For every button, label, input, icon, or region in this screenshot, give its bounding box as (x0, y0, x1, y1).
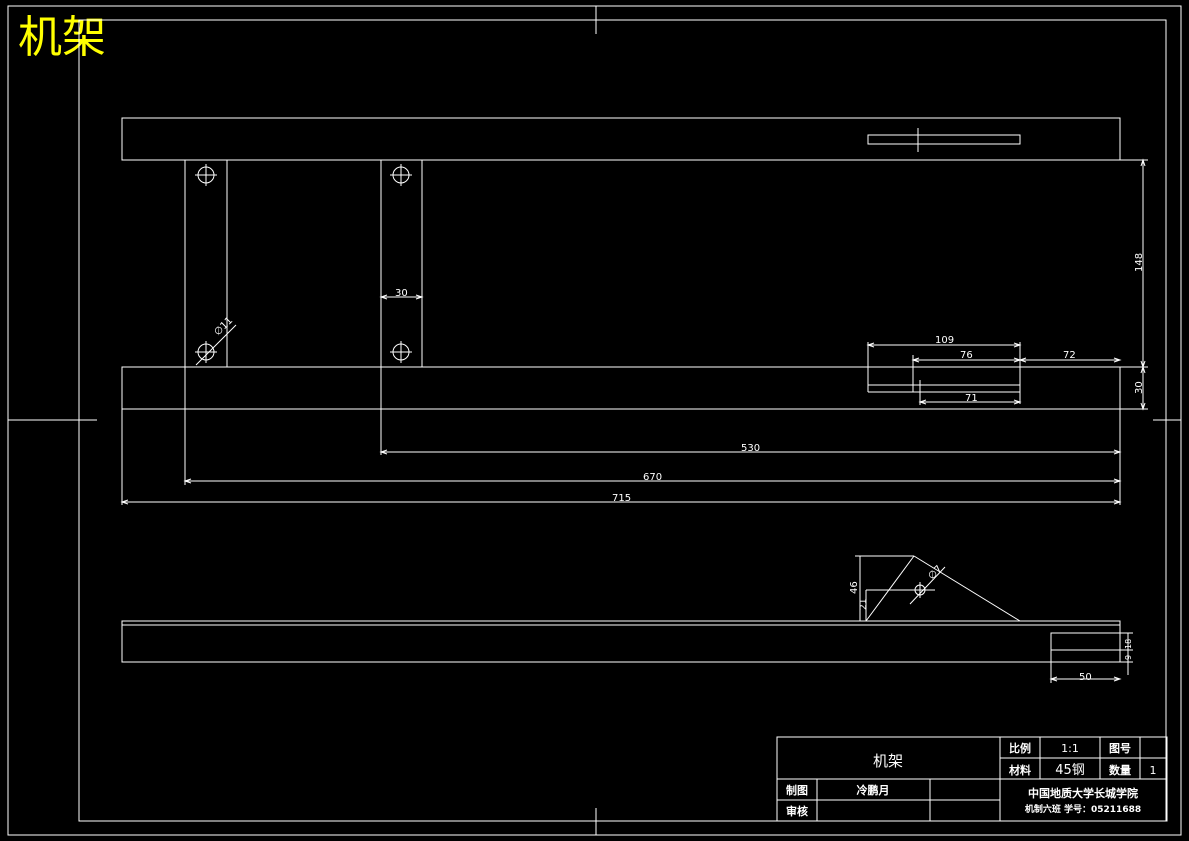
scale-label: 比例 (1009, 741, 1031, 755)
dim-50: 50 (1079, 672, 1092, 683)
dim-21: 21 (859, 599, 869, 610)
dim-76: 76 (960, 350, 973, 361)
dim-46: 46 (849, 581, 860, 594)
scale-value: 1:1 (1061, 742, 1079, 755)
hole-icon (195, 164, 217, 186)
title-block (776, 736, 1168, 822)
quantity-label: 数量 (1109, 763, 1131, 777)
dim-slot-lines (866, 342, 1122, 405)
hole-icon (390, 164, 412, 186)
dim-530: 530 (741, 443, 760, 454)
side-view (121, 555, 1133, 683)
drawing-no-label: 图号 (1109, 742, 1131, 755)
material-value: 45钢 (1055, 763, 1085, 778)
hole-icon (390, 341, 412, 363)
dim-715: 715 (612, 493, 631, 504)
middle-post (380, 160, 423, 367)
dim-72: 72 (1063, 350, 1076, 361)
bottom-beam (121, 366, 1121, 505)
left-post (184, 160, 228, 367)
dim-9: 9 (1124, 655, 1133, 660)
dim-71: 71 (965, 393, 978, 404)
quantity-value: 1 (1150, 764, 1157, 777)
hole-icon (195, 341, 217, 363)
top-rail (121, 117, 1121, 161)
checked-label: 审核 (786, 804, 808, 818)
sheet-frame (7, 5, 1182, 836)
dim-30-slot: 30 (395, 288, 408, 299)
dim-30-lines (379, 294, 424, 300)
dim-30-right: 30 (1134, 381, 1145, 394)
class-info: 机制六班 学号：05211688 (1025, 803, 1141, 815)
dim-670: 670 (643, 472, 662, 483)
dia11-leader (195, 324, 237, 366)
dim-right-lines (1120, 158, 1148, 411)
title-block-part-name: 机架 (873, 752, 903, 770)
dim-dia11: ∅11 (212, 315, 235, 338)
dim-length-lines (120, 449, 1122, 505)
beam-slot (867, 342, 1021, 405)
drawn-by: 冷鹏月 (857, 783, 890, 797)
dim-18: 18 (1124, 639, 1133, 649)
dim-148: 148 (1134, 253, 1145, 272)
drawing-title: 机架 (18, 12, 106, 63)
material-label: 材料 (1009, 763, 1031, 777)
school-name: 中国地质大学长城学院 (1028, 786, 1138, 800)
dim-109: 109 (935, 335, 954, 346)
drawn-label: 制图 (786, 783, 808, 797)
dim-dia7: ∅7 (926, 564, 944, 582)
